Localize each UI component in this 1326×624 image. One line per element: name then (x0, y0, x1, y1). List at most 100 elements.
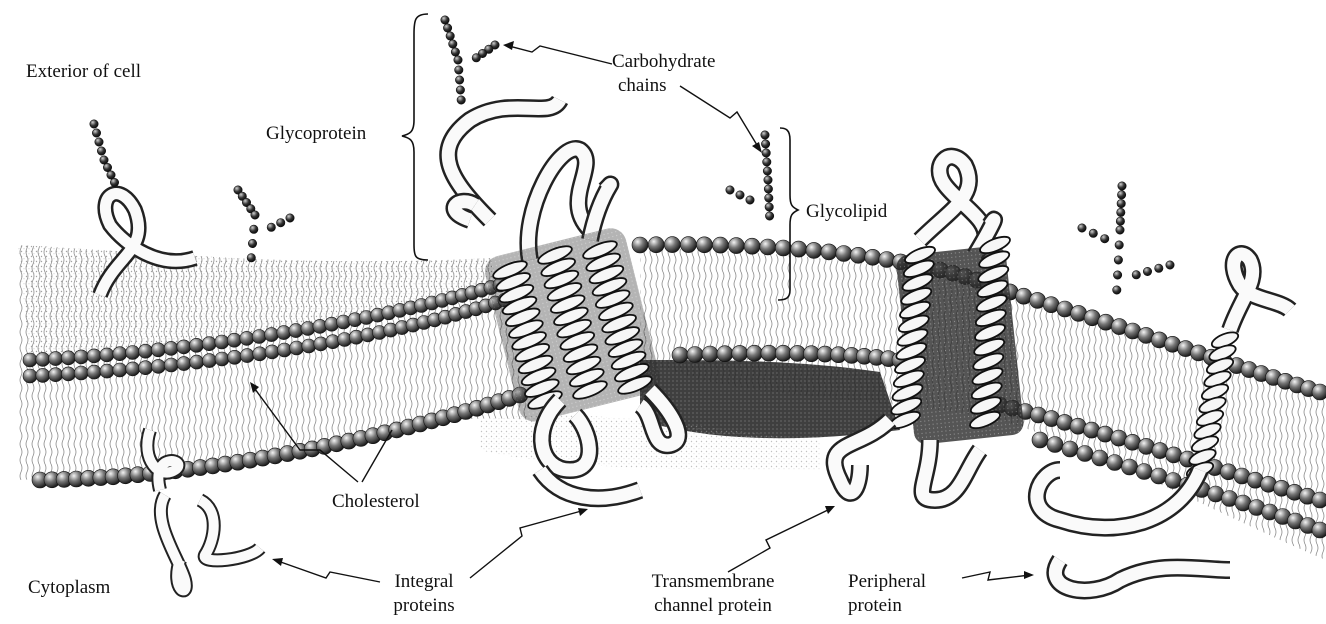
lipid-head (202, 354, 216, 368)
lipid-head (240, 349, 254, 363)
sugar-bead (267, 223, 275, 231)
lipid-head (265, 328, 279, 342)
sugar-bead (247, 254, 255, 262)
sugar-bead (443, 24, 451, 32)
lipid-head (126, 362, 140, 376)
lipid-head (113, 363, 127, 377)
lipid-head (277, 326, 291, 340)
label-glycolipid: Glycolipid (806, 200, 887, 224)
lipid-head (227, 333, 241, 347)
sugar-bead (457, 96, 465, 104)
label-peripheral-line2: protein (848, 594, 926, 618)
label-integral-proteins: Integral proteins (374, 570, 474, 618)
sugar-bead (1155, 264, 1163, 272)
sugar-bead (449, 40, 457, 48)
lipid-head (1092, 450, 1108, 466)
lipid-head (164, 341, 178, 355)
lipid-head (23, 369, 37, 383)
sugar-bead (1166, 261, 1174, 269)
lipid-head (1166, 447, 1182, 463)
sugar-bead (455, 76, 463, 84)
sugar-bead (1089, 229, 1097, 237)
sugar-bead (90, 120, 98, 128)
lipid-head (1312, 384, 1326, 400)
arrowhead-integral-right (578, 508, 588, 516)
carbohydrate-pointer-glycoprotein (505, 45, 612, 64)
lipid-head (775, 345, 791, 361)
lipid-head (100, 348, 114, 362)
sugar-bead (1101, 235, 1109, 243)
lipid-head (806, 242, 822, 258)
lipid-head (687, 347, 703, 363)
peripheral-pointer (962, 572, 1030, 580)
lipid-head (164, 358, 178, 372)
sugar-bead (1116, 226, 1124, 234)
lipid-head (139, 361, 153, 375)
lipid-head (177, 357, 191, 371)
lipid-head (190, 355, 204, 369)
sugar-bead (92, 129, 100, 137)
lipid-head (1062, 441, 1078, 457)
sugar-bead (97, 147, 105, 155)
sugar-bead (446, 32, 454, 40)
sugar-bead (1113, 286, 1121, 294)
lipid-head (36, 368, 50, 382)
sugar-bead (1115, 241, 1123, 249)
sugar-bead (110, 178, 118, 186)
label-peripheral-line1: Peripheral (848, 570, 926, 594)
lipid-head (126, 346, 140, 360)
sugar-bead (1116, 217, 1124, 225)
label-exterior-of-cell: Exterior of cell (26, 60, 141, 84)
lipid-head (1047, 437, 1063, 453)
lipid-head (879, 252, 895, 268)
lipid-head (314, 337, 328, 351)
lipid-head (139, 344, 153, 358)
lipid-head (49, 352, 63, 366)
lipid-head (760, 239, 776, 255)
lipid-head (680, 237, 696, 253)
lipid-head (302, 339, 316, 353)
sugar-bead (454, 56, 462, 64)
glycoprotein-bracket (402, 14, 428, 260)
sugar-bead (761, 140, 769, 148)
lipid-head (151, 359, 165, 373)
lipid-head (790, 345, 806, 361)
label-integral-line1: Integral (374, 570, 474, 594)
label-carbohydrate-line2: chains (612, 74, 715, 98)
sugar-bead (441, 16, 449, 24)
sugar-bead (1117, 208, 1125, 216)
lipid-head (252, 330, 266, 344)
sugar-bead (251, 211, 259, 219)
lipid-head (253, 347, 267, 361)
sugar-bead (763, 158, 771, 166)
label-cholesterol: Cholesterol (332, 490, 420, 514)
lipid-head (744, 238, 760, 254)
lipid-head (1312, 492, 1326, 508)
lipid-head (113, 347, 127, 361)
lipid-head (1312, 522, 1326, 538)
sugar-bead (100, 156, 108, 164)
lipid-head (728, 238, 744, 254)
lipid-head (36, 352, 50, 366)
lipid-head (265, 345, 279, 359)
lipid-head (289, 324, 303, 338)
sugar-bead (107, 171, 115, 179)
sugar-bead (763, 167, 771, 175)
sugar-bead (1113, 271, 1121, 279)
lipid-head (215, 352, 229, 366)
lipid-head (865, 249, 881, 265)
lipid-head (277, 343, 291, 357)
sugar-bead (456, 86, 464, 94)
sugar-bead (103, 163, 111, 171)
lipid-head (202, 337, 216, 351)
label-transmembrane-line1: Transmembrane (628, 570, 798, 594)
lipid-head (1032, 432, 1048, 448)
lipid-head (87, 349, 101, 363)
lipid-head (836, 246, 852, 262)
arrowhead-carb-glycoprotein (503, 41, 514, 50)
lipid-head (1122, 459, 1138, 475)
lipid-head (177, 340, 191, 354)
sugar-bead (1132, 271, 1140, 279)
lipid-head (215, 335, 229, 349)
lipid-head (61, 367, 75, 381)
